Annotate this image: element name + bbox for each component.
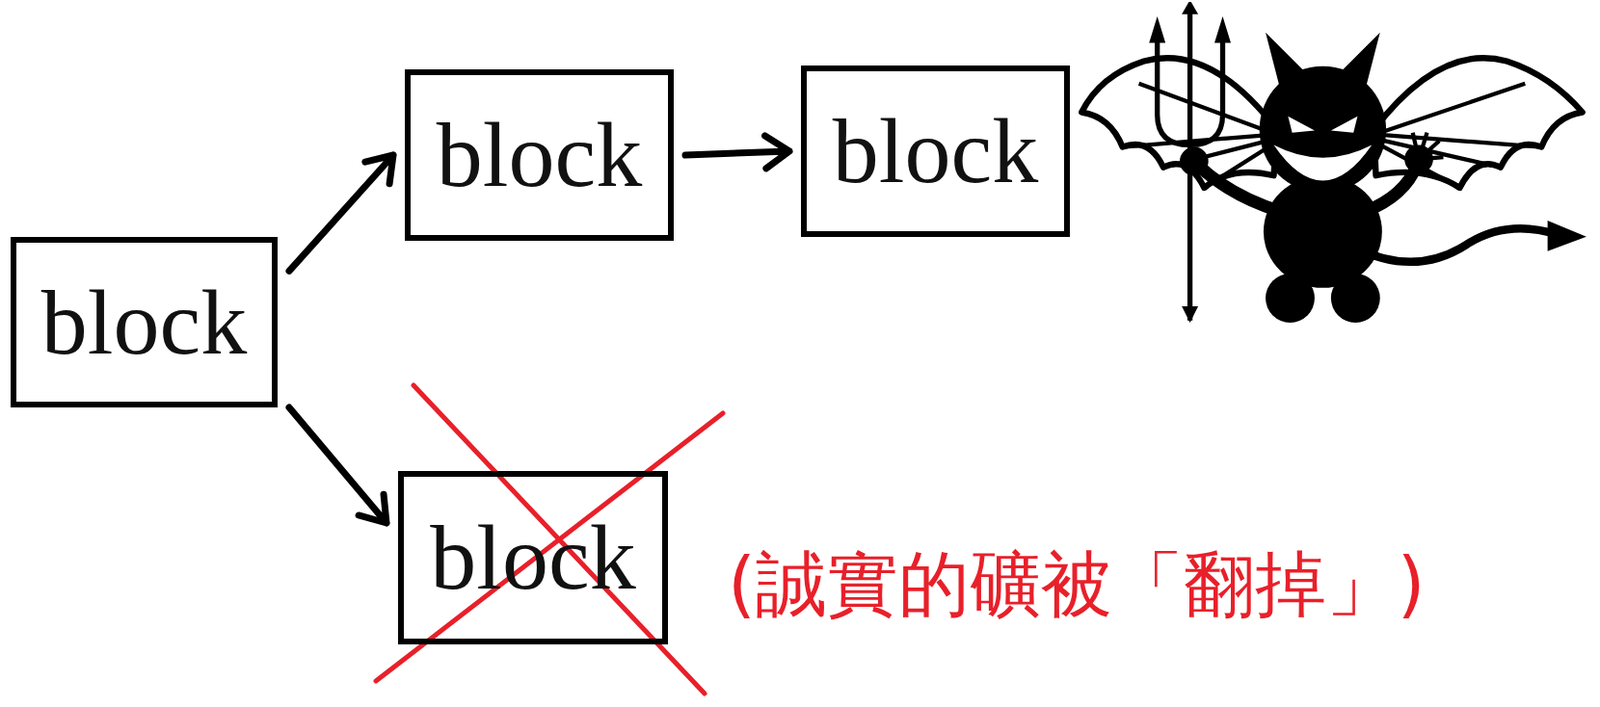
box-label: block <box>41 276 247 370</box>
cross-stroke <box>413 385 705 694</box>
process-box: block <box>398 471 668 645</box>
box-label: block <box>429 511 636 605</box>
note-text: (誠實的礦被「翻掉」) <box>727 545 1426 624</box>
cross-stroke <box>375 413 723 682</box>
process-box: block <box>800 65 1070 238</box>
box-label: block <box>436 108 642 202</box>
arrow-connector <box>289 155 394 271</box>
process-box: block <box>10 237 278 408</box>
devil-illustration <box>1077 1 1589 324</box>
arrow-connector <box>289 407 387 524</box>
box-label: block <box>832 105 1039 198</box>
process-box: block <box>404 69 674 241</box>
arrow-connector <box>685 135 790 169</box>
